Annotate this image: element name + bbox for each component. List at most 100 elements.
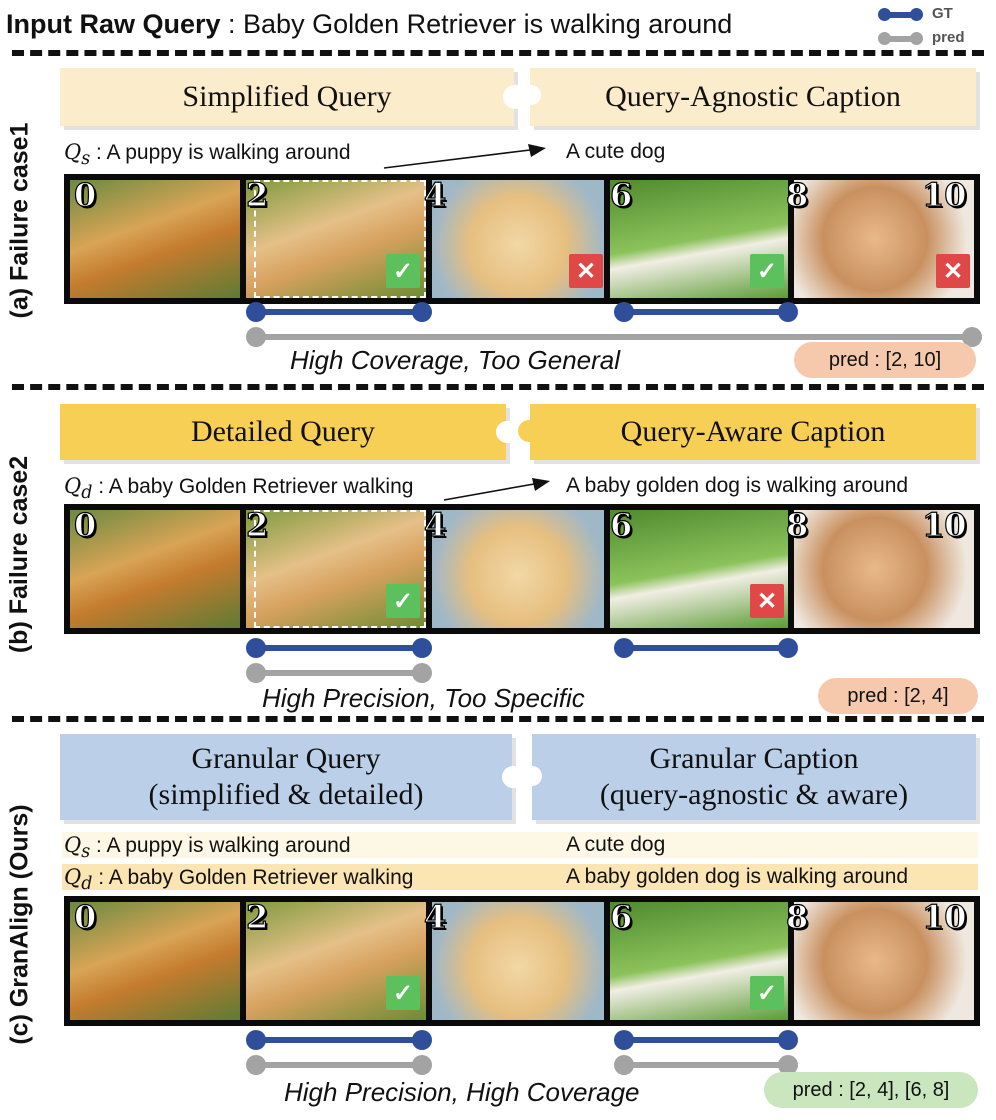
q-s-letter-c: Q	[64, 833, 82, 857]
check-icon: ✓	[386, 254, 420, 288]
simplified-query-box: Simplified Query	[60, 68, 514, 126]
pred-badge-c: pred : [2, 4], [6, 8]	[764, 1072, 978, 1108]
pred-segment-a	[256, 334, 974, 340]
video-frames-b: 0 2 4 6 8 10 ✓ ✕	[64, 504, 980, 634]
frame-num-0-b: 0	[73, 506, 97, 544]
gt-dot	[778, 638, 798, 658]
q-d-text-c: : A baby Golden Retriever walking	[92, 866, 414, 889]
frame-chihuahua-b	[794, 510, 974, 628]
pred-dot	[246, 327, 266, 347]
frame-num-8-b: 8	[785, 506, 809, 544]
granular-query-box: Granular Query (simplified & detailed)	[60, 734, 512, 820]
pred-badge-b: pred : [2, 4]	[818, 678, 978, 714]
check-icon: ✓	[750, 254, 784, 288]
granular-caption-d: A baby golden dog is walking around	[566, 865, 909, 888]
frame-num-0-c: 0	[73, 898, 97, 936]
granular-query-d: Qd : A baby Golden Retriever walking	[64, 863, 413, 898]
frame-chihuahua-c	[794, 902, 974, 1020]
video-frames-c: 0 2 4 6 8 10 ✓ ✓	[64, 896, 980, 1026]
query-aware-caption-box-label: Query-Aware Caption	[620, 415, 886, 448]
pred-dot	[412, 1055, 432, 1075]
q-d-symbol: Qd	[64, 474, 92, 503]
legend-pred-dot-right	[910, 32, 923, 45]
frame-num-10-a: 10	[921, 176, 967, 214]
legend-gt-line	[882, 12, 916, 18]
gt-segment-2-a	[624, 309, 790, 315]
gt-dot	[778, 1030, 798, 1050]
q-s-letter: Q	[64, 140, 82, 164]
frame-num-2-a: 2	[245, 176, 269, 214]
frame-num-2-c: 2	[245, 898, 269, 936]
selected-region-b	[254, 510, 426, 628]
title-label: Input Raw Query	[6, 9, 221, 39]
granular-row-s: Qs : A puppy is walking around A cute do…	[62, 832, 978, 862]
detailed-query-box: Detailed Query	[60, 404, 506, 460]
q-d-sub: d	[81, 483, 93, 504]
granular-query-line2: (simplified & detailed)	[148, 778, 424, 811]
check-icon: ✓	[386, 976, 420, 1010]
granular-caption-line2: (query-agnostic & aware)	[599, 778, 909, 811]
pred-dot	[246, 1055, 266, 1075]
q-d-letter-c: Q	[64, 865, 82, 889]
gt-dot	[778, 302, 798, 322]
puzzle-knob-a-inner	[521, 85, 541, 105]
gt-segment-1-c	[256, 1037, 426, 1043]
gt-segment-2-c	[624, 1037, 790, 1043]
frame-num-10-b: 10	[921, 506, 967, 544]
granular-caption-box: Granular Caption (query-agnostic & aware…	[532, 734, 976, 820]
gt-dot	[246, 302, 266, 322]
legend-pred-dot-left	[878, 32, 891, 45]
legend-gt-dot-right	[910, 8, 923, 21]
q-s-sub: s	[81, 149, 91, 170]
query-aware-caption-box: Query-Aware Caption	[530, 404, 976, 460]
detailed-query-box-label: Detailed Query	[190, 415, 376, 448]
simplified-query-box-label: Simplified Query	[182, 80, 392, 113]
frame-num-10-c: 10	[921, 898, 967, 936]
title-query: : Baby Golden Retriever is walking aroun…	[220, 9, 733, 39]
frame-num-4-a: 4	[423, 176, 447, 214]
frame-puppies-c	[70, 902, 240, 1020]
cross-icon: ✕	[569, 254, 603, 288]
gt-dot	[614, 302, 634, 322]
pred-dot	[962, 327, 982, 347]
separator-bc	[12, 716, 984, 722]
video-frames-a: 0 2 4 6 8 10 ✓ ✕ ✓ ✕	[64, 174, 980, 304]
input-raw-query-title: Input Raw Query : Baby Golden Retriever …	[6, 4, 876, 44]
q-s-text: : A puppy is walking around	[90, 141, 351, 164]
q-s-symbol: Qs	[64, 140, 90, 169]
gt-segment-2-b	[624, 645, 790, 651]
gt-dot	[614, 638, 634, 658]
gt-dot	[412, 1030, 432, 1050]
pred-segment-b	[256, 670, 426, 676]
panel-failure-case1: Simplified Query Query-Agnostic Caption …	[0, 60, 996, 380]
frame-puppy-face-b	[432, 510, 604, 628]
q-s-text-c: : A puppy is walking around	[90, 834, 351, 857]
gt-dot	[614, 1030, 634, 1050]
legend-pred-line	[882, 36, 916, 42]
result-caption-a: High Coverage, Too General	[290, 345, 621, 375]
legend-gt-label: GT	[932, 5, 953, 22]
granular-row-d: Qd : A baby Golden Retriever walking A b…	[62, 864, 978, 894]
simplified-query-line: Qs : A puppy is walking around	[64, 138, 351, 173]
q-s-sub-c: s	[81, 842, 91, 863]
granular-caption-s: A cute dog	[566, 833, 666, 856]
q-d-letter: Q	[64, 474, 82, 498]
pred-badge-a: pred : [2, 10]	[794, 342, 976, 378]
frame-num-0-a: 0	[73, 176, 97, 214]
gt-segment-1-b	[256, 645, 426, 651]
result-caption-c: High Precision, High Coverage	[284, 1077, 640, 1107]
gt-dot	[412, 638, 432, 658]
check-icon: ✓	[386, 584, 420, 618]
granular-query-s: Qs : A puppy is walking around	[64, 831, 351, 866]
frame-puppies-a	[70, 180, 240, 298]
frame-num-4-b: 4	[423, 506, 447, 544]
frame-num-2-b: 2	[245, 506, 269, 544]
panel-granalign: Granular Query (simplified & detailed) G…	[0, 726, 996, 1120]
check-icon: ✓	[750, 976, 784, 1010]
granular-query-line1: Granular Query	[191, 742, 381, 775]
frame-num-6-b: 6	[609, 506, 633, 544]
gt-segment-1-a	[256, 309, 426, 315]
puzzle-knob-c	[502, 766, 524, 788]
result-caption-b: High Precision, Too Specific	[262, 683, 585, 713]
panel-failure-case2: Detailed Query Query-Aware Caption Qd : …	[0, 394, 996, 716]
